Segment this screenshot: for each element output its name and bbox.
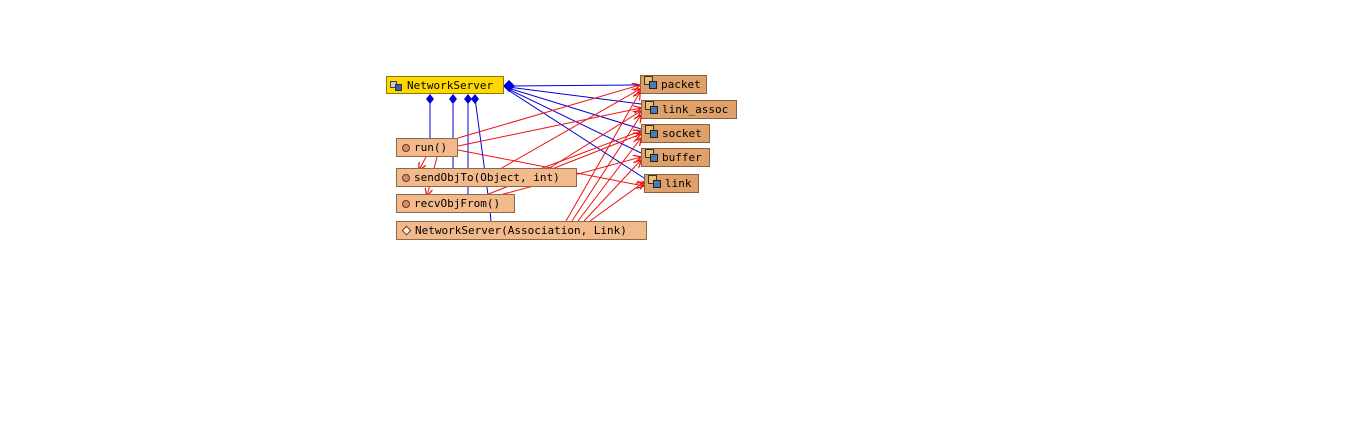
constructor-icon: [401, 225, 412, 236]
field-label: link_assoc: [662, 103, 729, 116]
edge-run-link-assoc: [457, 108, 641, 147]
method-label: recvObjFrom(): [414, 197, 501, 210]
field-node-link[interactable]: link: [644, 174, 699, 193]
field-node-socket[interactable]: socket: [641, 124, 710, 143]
method-icon: [402, 143, 410, 152]
diamond-sendobjto: [449, 94, 457, 104]
method-icon: [402, 199, 410, 208]
method-node-sendobjto[interactable]: sendObjTo(Object, int): [396, 168, 577, 187]
field-label: link: [665, 177, 692, 190]
field-icon: [645, 125, 658, 138]
class-label: NetworkServer: [407, 78, 494, 92]
constructor-label: NetworkServer(Association, Link): [415, 224, 627, 237]
edge-ctor-buffer: [583, 160, 641, 222]
edge-ctor-packet: [565, 92, 640, 222]
diamond-recvobjfrom: [464, 94, 472, 104]
class-node-networkserver[interactable]: NetworkServer: [386, 76, 504, 94]
method-node-run[interactable]: run(): [396, 138, 458, 157]
field-icon: [644, 76, 657, 89]
field-icon: [645, 149, 658, 162]
edge-ctor-socket: [577, 138, 641, 222]
method-label: sendObjTo(Object, int): [414, 171, 560, 184]
edge-run-packet: [457, 85, 640, 139]
containment-diamonds: [426, 80, 515, 104]
constructor-node-networkserver[interactable]: NetworkServer(Association, Link): [396, 221, 647, 240]
edge-ctor-link: [589, 182, 644, 222]
field-node-link-assoc[interactable]: link_assoc: [641, 100, 737, 119]
edge-ctor-link-assoc: [571, 115, 641, 222]
edge-class-buffer: [507, 88, 642, 154]
field-node-packet[interactable]: packet: [640, 75, 707, 94]
field-label: socket: [662, 127, 702, 140]
edge-sendobjto-link-assoc: [547, 111, 641, 170]
method-icon: [402, 173, 410, 182]
diamond-constructor: [471, 94, 479, 104]
edge-run-sendobjto: [419, 156, 427, 170]
field-label: packet: [661, 78, 701, 91]
edge-class-socket: [507, 87, 642, 130]
edge-class-packet: [507, 84, 641, 87]
field-label: buffer: [662, 151, 702, 164]
diamond-run: [426, 94, 434, 104]
edge-sendobjto-socket: [539, 131, 641, 170]
edge-class-link-assoc: [507, 86, 642, 105]
method-node-recvobjfrom[interactable]: recvObjFrom(): [396, 194, 515, 213]
method-label: run(): [414, 141, 448, 154]
field-node-buffer[interactable]: buffer: [641, 148, 710, 167]
edge-sendobjto-packet: [499, 89, 640, 170]
field-icon: [645, 101, 658, 114]
field-icon: [648, 175, 661, 188]
class-icon: [390, 80, 403, 91]
diamond-fields: [503, 80, 515, 92]
reference-edges: [419, 85, 644, 222]
